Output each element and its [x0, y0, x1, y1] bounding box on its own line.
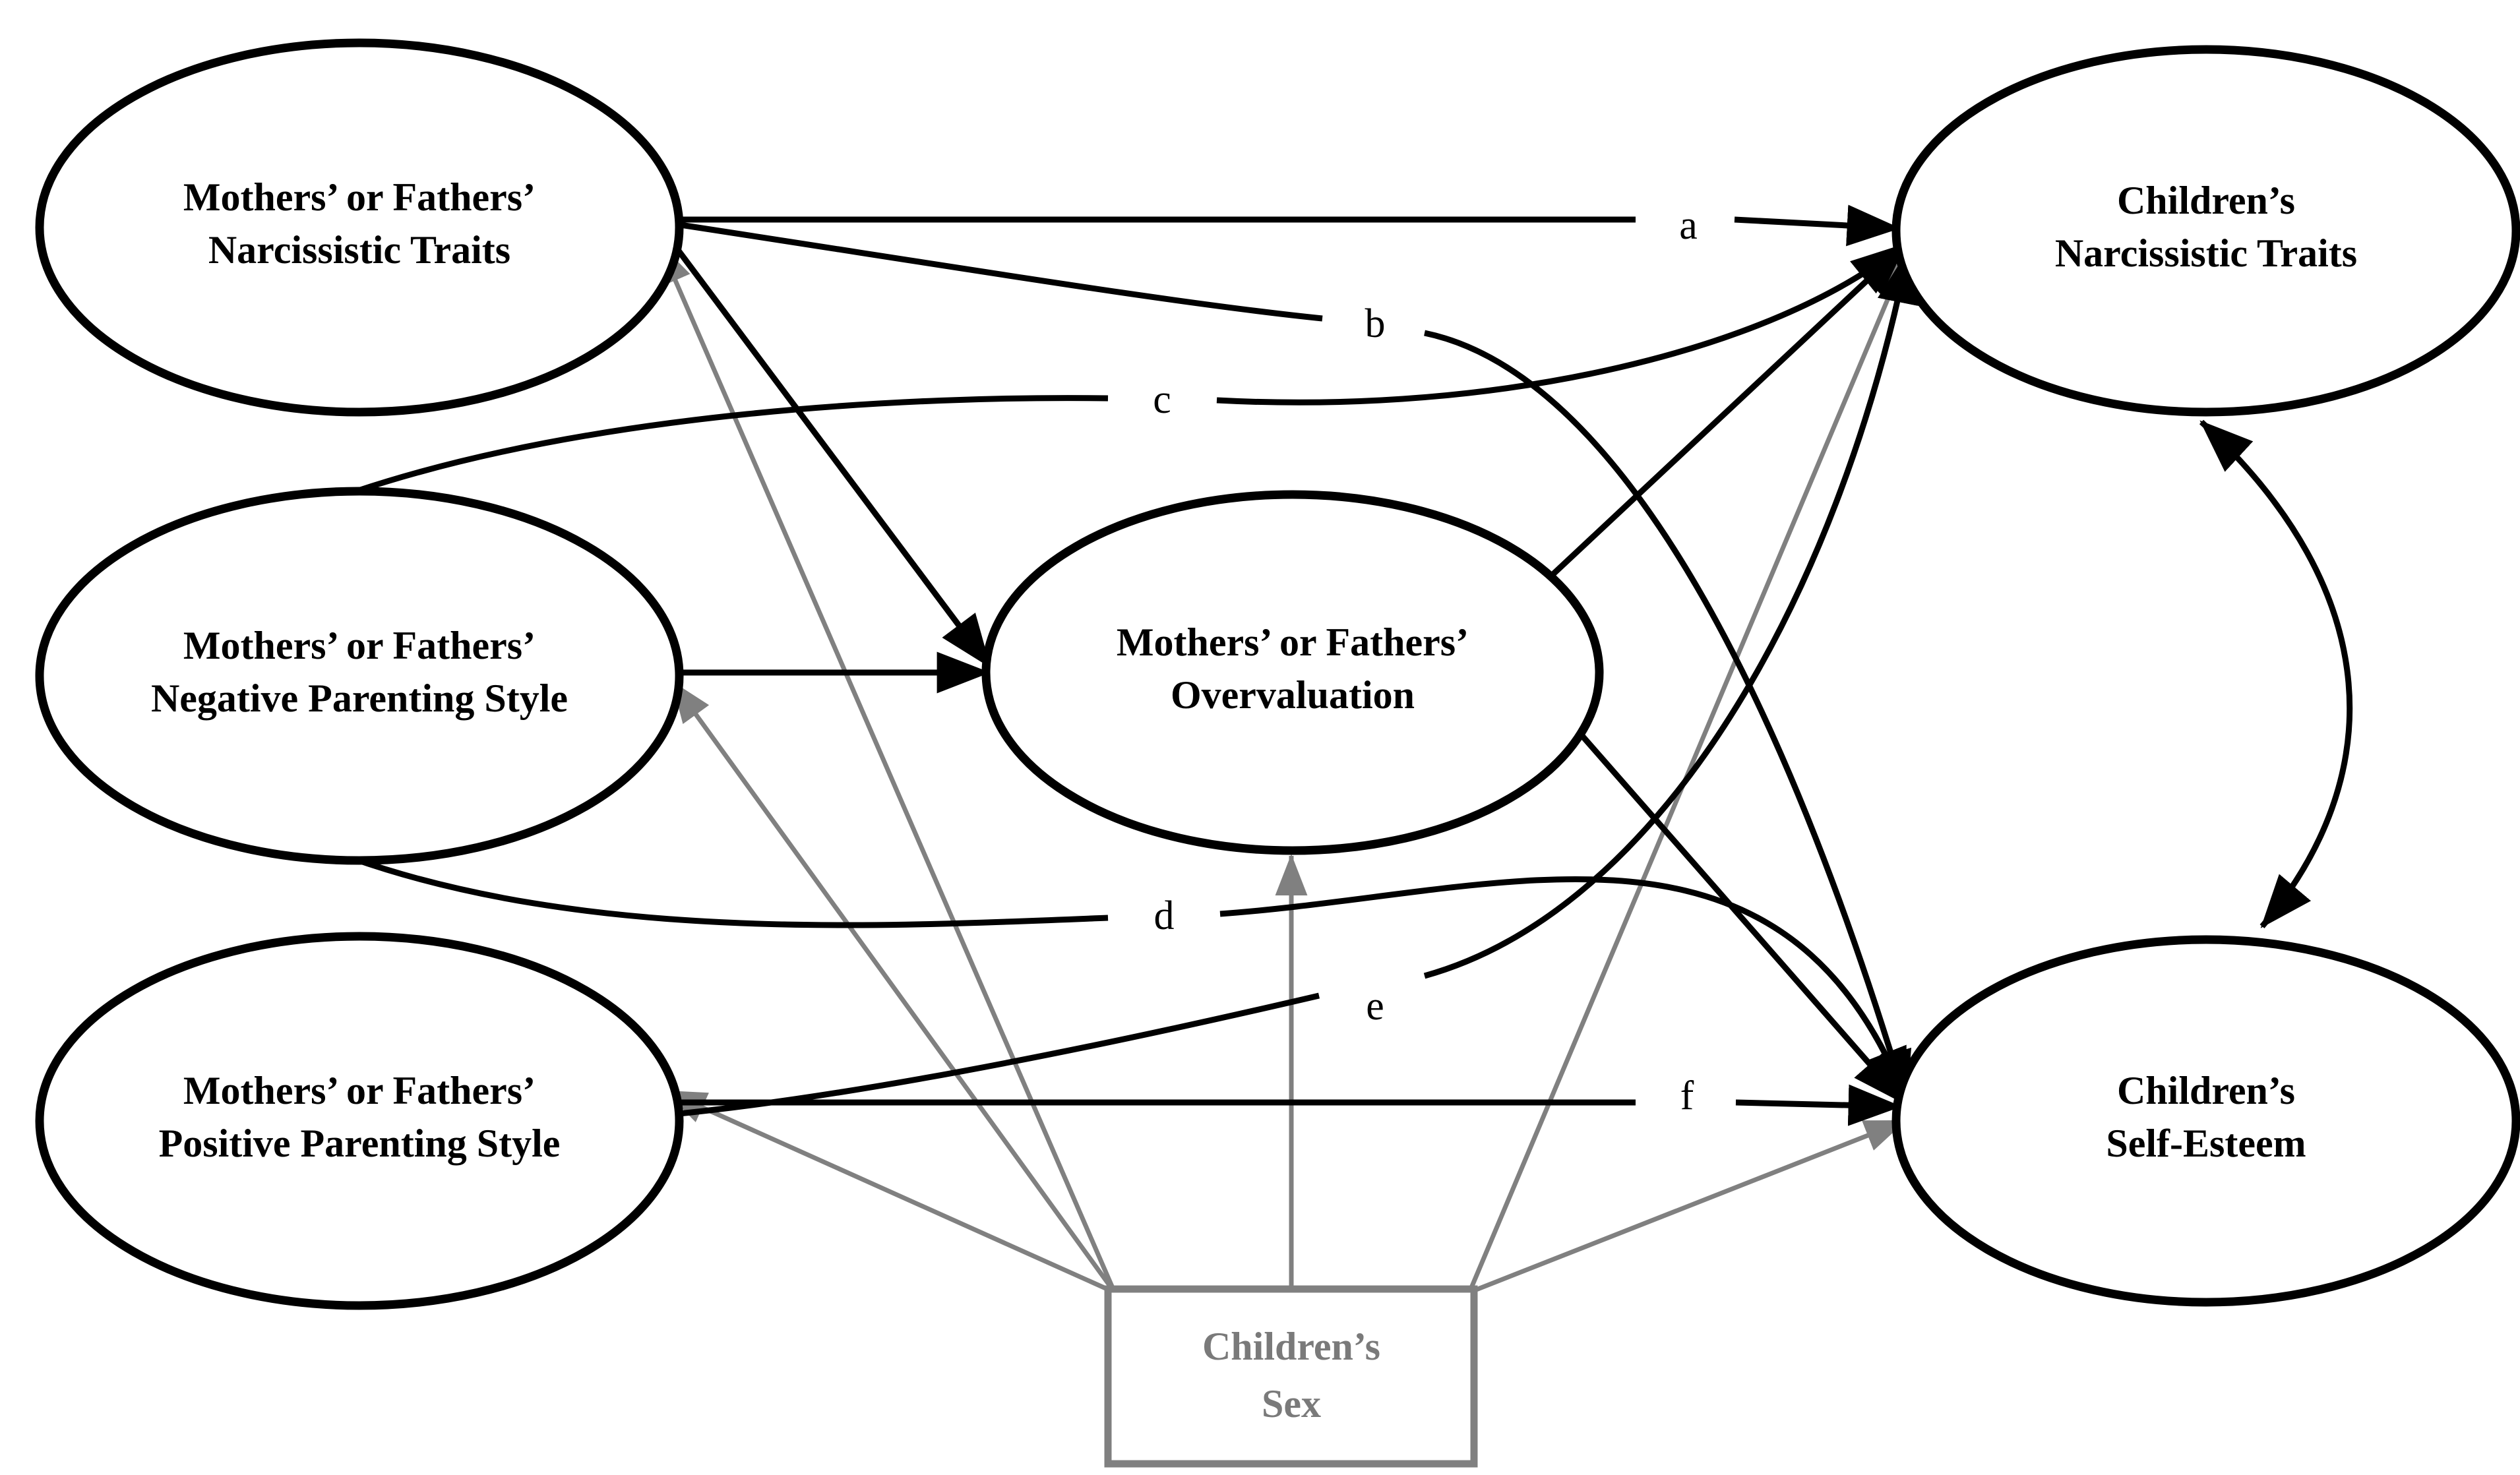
path-label-e: e: [1366, 984, 1384, 1029]
edge-overvaluation-to-child-narcissism: [1544, 243, 1907, 583]
edge-negative-parenting-to-child-self-esteem-right: [1219, 876, 1909, 1102]
edge-sex-to-parent-narcissistic-traits: [657, 242, 1117, 1294]
edge-negative-parenting-to-child-narcissism-left: [355, 395, 1109, 495]
edge-sex-to-negative-parenting: [671, 680, 1117, 1294]
children-sex-box[interactable]: [1104, 1285, 1478, 1468]
children-sex-label-line2: Sex: [1262, 1382, 1321, 1426]
children-sex-label-line1: Children’s: [1202, 1325, 1380, 1368]
child-self-esteem-ellipse[interactable]: [1891, 935, 2520, 1307]
parent-narcissistic-traits-label-line2: Narcissistic Traits: [208, 228, 510, 272]
child-self-esteem-label-line2: Self-Esteem: [2106, 1122, 2306, 1165]
edge-positive-parenting-to-child-narcissism-right: [1423, 249, 1919, 979]
node-parent-narcissistic-traits[interactable]: Mothers’ or Fathers’ Narcissistic Traits: [35, 38, 684, 417]
edge-child-narcissism-child-self-esteem-correlation: [2199, 419, 2353, 928]
parent-negative-parenting-ellipse[interactable]: [35, 487, 684, 865]
path-label-f: f: [1680, 1073, 1694, 1118]
parent-overvaluation-label-line2: Overvaluation: [1171, 673, 1415, 717]
parent-positive-parenting-label-line2: Positive Parenting Style: [159, 1122, 561, 1165]
edge-negative-parenting-to-child-narcissism-right: [1216, 243, 1905, 406]
edge-sex-to-child-self-esteem: [1468, 1118, 1907, 1295]
node-child-narcissistic-traits[interactable]: Children’s Narcissistic Traits: [1891, 45, 2520, 417]
edge-negative-parenting-to-child-self-esteem-left: [352, 855, 1109, 928]
path-label-b: b: [1365, 301, 1386, 346]
child-narcissistic-traits-label-line1: Children’s: [2117, 179, 2295, 222]
structural-edge-group: [352, 204, 2353, 1126]
parent-negative-parenting-label-line1: Mothers’ or Fathers’: [183, 624, 536, 667]
node-parent-negative-parenting[interactable]: Mothers’ or Fathers’ Negative Parenting …: [35, 487, 684, 865]
parent-positive-parenting-label-line1: Mothers’ or Fathers’: [183, 1069, 536, 1112]
edge-positive-parenting-to-child-self-esteem-right: [1735, 1084, 1902, 1126]
edge-parent-narcissism-to-child-self-esteem-left: [675, 221, 1323, 322]
edge-overvaluation-to-child-self-esteem: [1547, 697, 1906, 1104]
edge-parent-narcissism-to-child-self-esteem-right: [1424, 330, 1912, 1105]
parent-overvaluation-label-line1: Mothers’ or Fathers’: [1117, 620, 1469, 664]
edge-sex-to-positive-parenting: [664, 1089, 1116, 1295]
parent-narcissistic-traits-ellipse[interactable]: [35, 38, 684, 417]
node-parent-overvaluation[interactable]: Mothers’ or Fathers’ Overvaluation: [981, 490, 1604, 855]
edge-parent-narcissism-to-overvaluation: [663, 232, 992, 668]
child-self-esteem-label-line1: Children’s: [2117, 1069, 2295, 1112]
path-label-a: a: [1679, 203, 1698, 248]
path-label-group: a b c d e f: [1153, 203, 1698, 1118]
node-parent-positive-parenting[interactable]: Mothers’ or Fathers’ Positive Parenting …: [35, 932, 684, 1310]
parent-negative-parenting-label-line2: Negative Parenting Style: [151, 677, 568, 720]
child-narcissistic-traits-label-line2: Narcissistic Traits: [2055, 231, 2357, 275]
parent-overvaluation-ellipse[interactable]: [981, 490, 1604, 855]
parent-narcissistic-traits-label-line1: Mothers’ or Fathers’: [183, 175, 536, 219]
path-label-c: c: [1153, 377, 1171, 422]
path-label-d: d: [1154, 893, 1175, 938]
node-child-self-esteem[interactable]: Children’s Self-Esteem: [1891, 935, 2520, 1307]
edge-parent-narcissism-to-child-narcissism-right: [1734, 204, 1901, 247]
child-narcissistic-traits-ellipse[interactable]: [1891, 45, 2520, 417]
parent-positive-parenting-ellipse[interactable]: [35, 932, 684, 1310]
node-children-sex[interactable]: Children’s Sex: [1104, 1285, 1478, 1468]
